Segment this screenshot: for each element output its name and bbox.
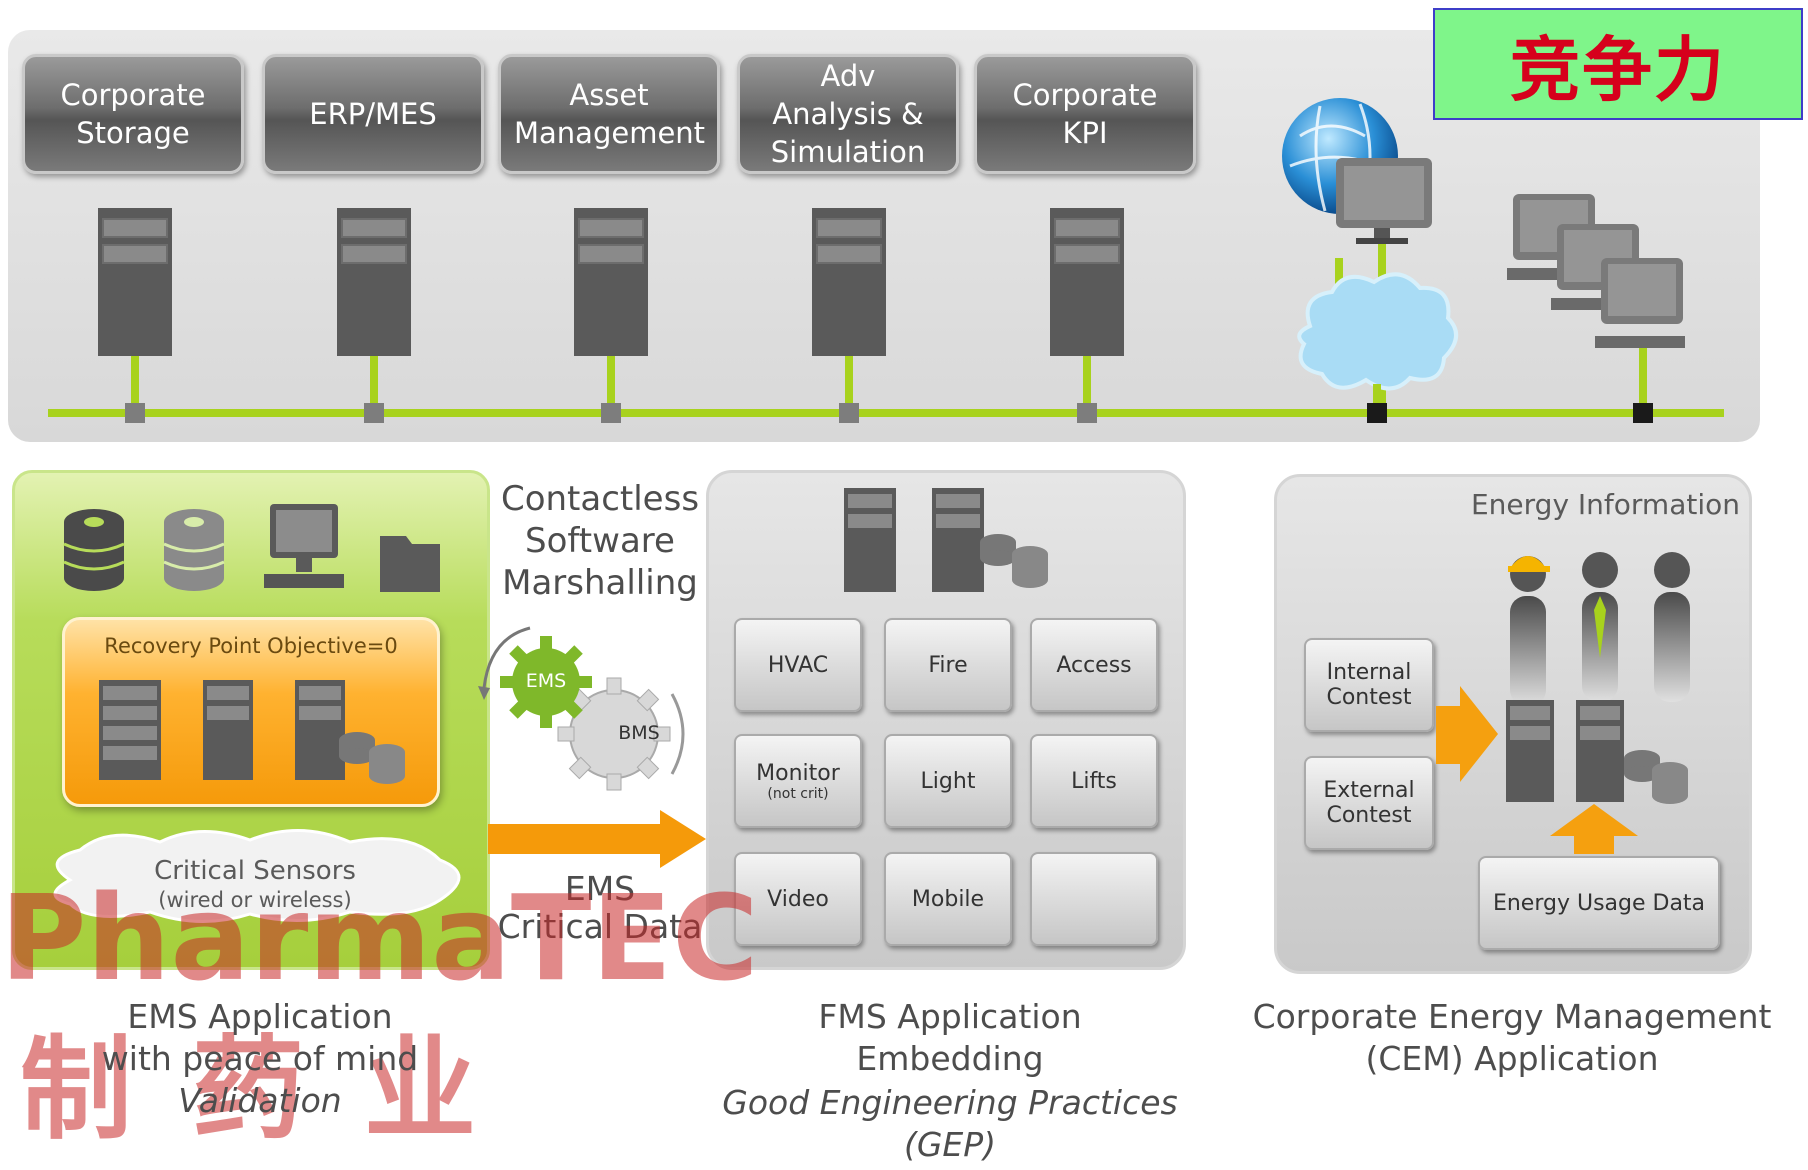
badge-text: 竞争力 bbox=[1510, 28, 1726, 111]
watermark-line1: PharmaTEC bbox=[0, 869, 759, 1007]
network-node bbox=[125, 403, 145, 423]
server-tower-icon bbox=[1050, 208, 1124, 356]
gears-icon bbox=[478, 626, 685, 791]
fms-caption-line2: Embedding bbox=[856, 1039, 1044, 1078]
network-node bbox=[1367, 403, 1387, 423]
network-bus-line bbox=[48, 409, 1724, 417]
sensors-label: Critical Sensors bbox=[154, 856, 356, 886]
network-node bbox=[601, 403, 621, 423]
sensors-sub-label: (wired or wireless) bbox=[158, 888, 352, 912]
database-icon bbox=[163, 509, 225, 591]
access-button[interactable]: Access bbox=[1030, 618, 1158, 712]
asset-management-button[interactable]: Asset Management bbox=[498, 54, 720, 174]
bms-gear-label: BMS bbox=[618, 722, 660, 744]
backup-servers-icon bbox=[99, 680, 405, 784]
server-tower-icon bbox=[98, 208, 172, 356]
fms-caption-line1: FMS Application bbox=[818, 997, 1082, 1036]
fms-servers-icon bbox=[844, 488, 1048, 592]
energy-usage-data-button[interactable]: Energy Usage Data bbox=[1478, 856, 1720, 950]
connector-line bbox=[1083, 356, 1091, 411]
empty-button[interactable] bbox=[1030, 852, 1158, 946]
network-node bbox=[1077, 403, 1097, 423]
external-contest-button[interactable]: External Contest bbox=[1304, 756, 1434, 850]
data-arrow-icon bbox=[488, 810, 706, 868]
hvac-button[interactable]: HVAC bbox=[734, 618, 862, 712]
fire-button[interactable]: Fire bbox=[884, 618, 1012, 712]
ems-caption-line1: EMS Application bbox=[127, 997, 393, 1036]
mobile-button[interactable]: Mobile bbox=[884, 852, 1012, 946]
connector-line bbox=[607, 356, 615, 411]
database-icon bbox=[63, 509, 125, 591]
ems-critical-line1: EMS bbox=[564, 869, 636, 908]
cem-caption-line2: (CEM) Application bbox=[1365, 1039, 1659, 1078]
ems-gear-label: EMS bbox=[525, 670, 567, 692]
adv-analysis-button[interactable]: Adv Analysis & Simulation bbox=[737, 54, 959, 174]
ems-caption-line2: with peace of mind bbox=[101, 1039, 419, 1078]
competitiveness-badge: 竞争力 bbox=[1433, 8, 1803, 120]
network-node bbox=[839, 403, 859, 423]
recovery-point-box: Recovery Point Objective=0 bbox=[62, 617, 440, 807]
video-button[interactable]: Video bbox=[734, 852, 862, 946]
folder-icon bbox=[380, 536, 440, 592]
internal-contest-button[interactable]: Internal Contest bbox=[1304, 638, 1434, 732]
corporate-storage-button[interactable]: Corporate Storage bbox=[22, 54, 244, 174]
connector-line bbox=[370, 356, 378, 411]
network-node bbox=[1633, 403, 1653, 423]
server-tower-icon bbox=[574, 208, 648, 356]
server-tower-icon bbox=[812, 208, 886, 356]
internet-cloud-icon bbox=[1282, 98, 1458, 416]
corporate-kpi-button[interactable]: Corporate KPI bbox=[974, 54, 1196, 174]
light-button[interactable]: Light bbox=[884, 734, 1012, 828]
cem-servers-arrows-icon bbox=[1436, 686, 1688, 854]
fms-caption-line3: Good Engineering Practices (GEP) bbox=[722, 1083, 1178, 1164]
server-tower-icon bbox=[337, 208, 411, 356]
workstations-icon bbox=[1507, 194, 1685, 408]
monitor-button[interactable]: Monitor(not crit) bbox=[734, 734, 862, 828]
watermark-line2: 制药业 bbox=[20, 1025, 536, 1155]
connector-line bbox=[1373, 384, 1381, 414]
energy-information-title: Energy Information bbox=[1470, 488, 1740, 521]
connector-line bbox=[845, 356, 853, 411]
marshalling-label: Contactless Software Marshalling bbox=[500, 479, 700, 603]
ems-critical-line2: Critical Data bbox=[497, 907, 703, 946]
storage-devices-row bbox=[63, 504, 440, 592]
sensor-cloud-icon bbox=[53, 828, 461, 924]
people-icon bbox=[1508, 552, 1690, 706]
erp-mes-button[interactable]: ERP/MES bbox=[262, 54, 484, 174]
lifts-button[interactable]: Lifts bbox=[1030, 734, 1158, 828]
rpo-label: Recovery Point Objective=0 bbox=[104, 634, 398, 658]
network-node bbox=[364, 403, 384, 423]
connector-line bbox=[131, 356, 139, 411]
computer-icon bbox=[264, 504, 344, 588]
cem-caption-line1: Corporate Energy Management bbox=[1252, 997, 1772, 1036]
ems-caption-line3: Validation bbox=[178, 1081, 342, 1120]
